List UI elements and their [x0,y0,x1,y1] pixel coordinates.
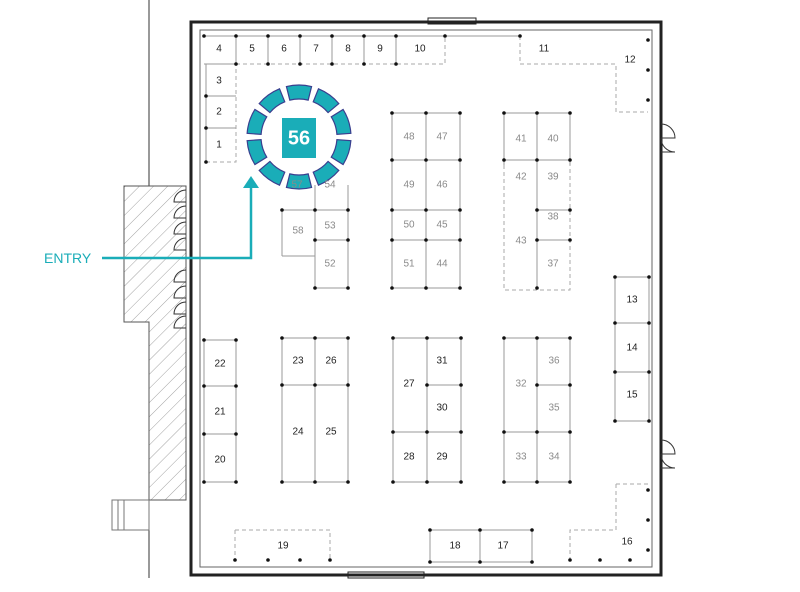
booth-15-label[interactable]: 15 [626,390,638,401]
booth-17-label[interactable]: 17 [497,541,509,552]
ring-segment [258,88,286,114]
booth-31-label[interactable]: 31 [436,356,448,367]
ring-segment [312,160,340,186]
hall-walls [189,17,663,579]
booth-18-label[interactable]: 18 [449,541,461,552]
booth-35-label[interactable]: 35 [548,403,560,414]
booth-45-label[interactable]: 45 [436,220,448,231]
booth-21-label[interactable]: 21 [214,407,226,418]
booth-7-label[interactable]: 7 [313,44,319,55]
booth-49-label[interactable]: 49 [403,180,415,191]
booth-8-label[interactable]: 8 [345,44,351,55]
booth-9-label[interactable]: 9 [377,44,383,55]
booth-11-label[interactable]: 11 [539,44,550,55]
booth-22-label[interactable]: 22 [214,359,226,370]
booth-37-label[interactable]: 37 [547,259,559,270]
booth-46-label[interactable]: 46 [436,180,448,191]
ring-segment [246,108,268,135]
booth-29-label[interactable]: 29 [436,452,448,463]
booth-43-label[interactable]: 43 [515,236,527,247]
ring-segment [312,88,340,114]
booth-1-label[interactable]: 1 [216,140,222,151]
booth-41-label[interactable]: 41 [515,134,527,145]
booth-44-label[interactable]: 44 [436,259,448,270]
booth-4-label[interactable]: 4 [216,44,222,55]
booth-42-label[interactable]: 42 [515,172,527,183]
booth-52-label[interactable]: 52 [324,259,336,270]
ring-segment [330,108,352,135]
ring-segment [285,84,313,101]
corridor-doors [173,189,187,329]
booth-38-label[interactable]: 38 [547,212,559,223]
booth-5-label[interactable]: 5 [249,44,255,55]
booth-51-label[interactable]: 51 [403,259,415,270]
booth-58-label[interactable]: 58 [292,226,304,237]
booth-14-label[interactable]: 14 [626,343,638,354]
ring-segment [285,173,313,190]
booth-33-label[interactable]: 33 [515,452,527,463]
booth-20-label[interactable]: 20 [214,455,226,466]
right-exit-doors [660,123,676,469]
booth-39-label[interactable]: 39 [547,172,559,183]
entry-arrow [102,176,259,260]
booth-2-label[interactable]: 2 [216,107,222,118]
booth-32-label[interactable]: 32 [515,379,527,390]
booth-12-label[interactable]: 12 [624,55,636,66]
booth-23-label[interactable]: 23 [292,356,304,367]
entry-label: ENTRY [44,250,92,266]
booth-40-label[interactable]: 40 [547,134,559,145]
hatched-corridor [111,185,187,531]
booth-47-label[interactable]: 47 [436,132,448,143]
booth-50-label[interactable]: 50 [403,220,415,231]
booth-34-label[interactable]: 34 [548,452,560,463]
ring-segment [258,160,286,186]
booth-3-label[interactable]: 3 [216,76,222,87]
booth-6-label[interactable]: 6 [281,44,287,55]
booth-36-label[interactable]: 36 [548,356,560,367]
booth-30-label[interactable]: 30 [436,403,448,414]
booth-48-label[interactable]: 48 [403,132,415,143]
highlight-ring [246,84,352,190]
booth-19-label[interactable]: 19 [277,541,289,552]
booth-54-label[interactable]: 54 [324,180,336,191]
booth-26-label[interactable]: 26 [325,356,337,367]
ring-segment [330,139,352,166]
booth-56-label: 56 [288,127,310,149]
booth-13-label[interactable]: 13 [626,295,638,306]
booth-57-label[interactable]: 57 [291,180,303,191]
post-dots [202,34,651,564]
booth-24-label[interactable]: 24 [292,427,304,438]
booth-10-label[interactable]: 10 [414,44,426,55]
booth-25-label[interactable]: 25 [325,427,337,438]
booth-53-label[interactable]: 53 [324,221,336,232]
booth-27-label[interactable]: 27 [403,379,415,390]
booth-56-highlight[interactable] [282,118,316,158]
booth-28-label[interactable]: 28 [403,452,415,463]
ring-segment [246,139,268,166]
booth-16-label[interactable]: 16 [621,537,633,548]
